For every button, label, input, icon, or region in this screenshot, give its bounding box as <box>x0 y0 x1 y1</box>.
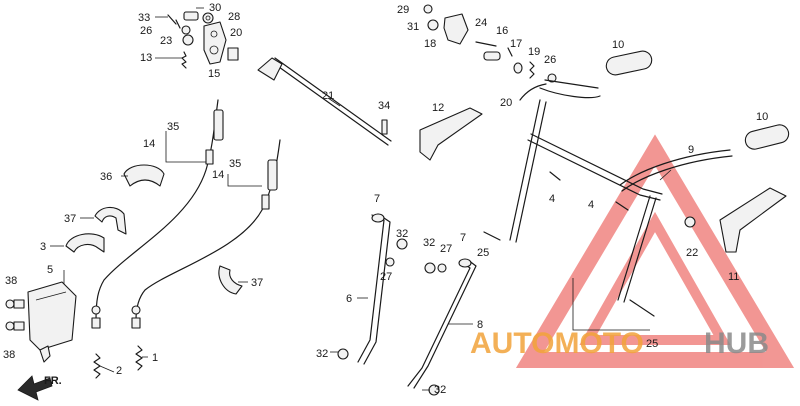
callout-19: 19 <box>528 46 540 58</box>
callout-7: 7 <box>460 232 466 244</box>
callout-37: 37 <box>251 277 263 289</box>
lower-handle-right <box>407 258 477 389</box>
callout-31: 31 <box>407 21 419 33</box>
callout-4: 4 <box>588 199 594 211</box>
callout-10: 10 <box>612 39 624 51</box>
callout-23: 23 <box>160 35 172 47</box>
callout-2: 2 <box>116 365 122 377</box>
callout-1: 1 <box>152 352 158 364</box>
throttle-lever-assembly <box>167 11 239 69</box>
callout-21: 21 <box>322 90 334 102</box>
callout-20: 20 <box>500 97 512 109</box>
callout-38: 38 <box>5 275 17 287</box>
cable-clamps <box>65 164 243 295</box>
callout-20: 20 <box>230 27 242 39</box>
operator-levers <box>419 107 787 253</box>
callout-29: 29 <box>397 4 409 16</box>
upper-handle <box>509 79 733 303</box>
callout-3: 3 <box>40 241 46 253</box>
callout-18: 18 <box>424 38 436 50</box>
callout-17: 17 <box>510 38 522 50</box>
callout-32: 32 <box>434 384 446 396</box>
callout-15: 15 <box>208 68 220 80</box>
callout-25: 25 <box>477 247 489 259</box>
callout-16: 16 <box>496 25 508 37</box>
control-rod <box>257 57 392 146</box>
callout-30: 30 <box>209 2 221 14</box>
watermark-wordmark: AUTOMOTO HUB <box>470 327 769 360</box>
callout-5: 5 <box>47 264 53 276</box>
callout-32: 32 <box>316 348 328 360</box>
fasteners <box>337 171 696 396</box>
callout-10: 10 <box>756 111 768 123</box>
leader-lines <box>50 7 672 391</box>
callout-26: 26 <box>544 54 556 66</box>
callout-32: 32 <box>396 228 408 240</box>
callout-7: 7 <box>374 193 380 205</box>
callout-28: 28 <box>228 11 240 23</box>
callout-9: 9 <box>688 144 694 156</box>
watermark-text-automoto: AUTOMOTO <box>470 327 644 360</box>
front-direction-label: FR. <box>44 375 62 387</box>
control-bracket-parts <box>423 4 557 83</box>
callout-labels: 33 30 28 26 23 20 13 15 29 31 24 18 16 1… <box>3 2 768 396</box>
callout-14: 14 <box>212 169 224 181</box>
callout-36: 36 <box>100 171 112 183</box>
callout-8: 8 <box>477 319 483 331</box>
throttle-cables <box>91 99 281 329</box>
callout-14: 14 <box>143 138 155 150</box>
callout-27: 27 <box>440 243 452 255</box>
callout-22: 22 <box>686 247 698 259</box>
callout-6: 6 <box>346 293 352 305</box>
front-direction-arrow <box>17 375 53 401</box>
callout-32: 32 <box>423 237 435 249</box>
cable-cover <box>5 281 77 363</box>
callout-27: 27 <box>380 271 392 283</box>
callout-33: 33 <box>138 12 150 24</box>
callout-13: 13 <box>140 52 152 64</box>
callout-26: 26 <box>140 25 152 37</box>
callout-35: 35 <box>229 158 241 170</box>
callout-24: 24 <box>475 17 487 29</box>
lower-handle-left <box>357 213 391 365</box>
callout-34: 34 <box>378 100 390 112</box>
callout-38: 38 <box>3 349 15 361</box>
callout-4: 4 <box>549 193 555 205</box>
watermark-text-hub: HUB <box>704 327 769 360</box>
callout-25: 25 <box>646 338 658 350</box>
watermark-logo <box>515 134 795 368</box>
callout-12: 12 <box>432 102 444 114</box>
callout-11: 11 <box>728 271 739 283</box>
handle-grips <box>605 50 790 150</box>
callout-35: 35 <box>167 121 179 133</box>
callout-37: 37 <box>64 213 76 225</box>
